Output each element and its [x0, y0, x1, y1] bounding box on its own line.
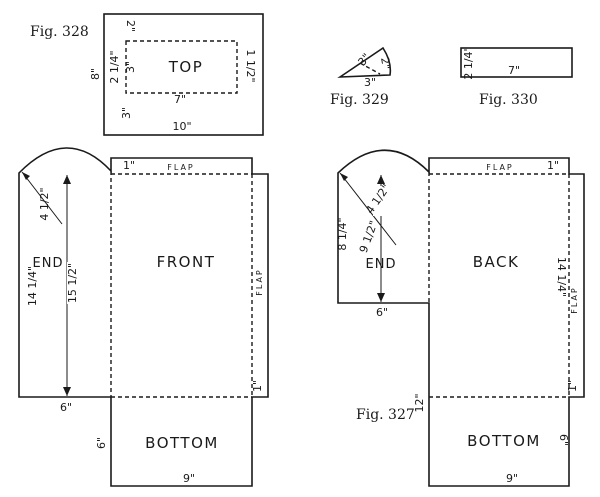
- fig-330-dim-width: 7": [508, 64, 520, 77]
- left-flap-top-label: FLAP: [167, 163, 195, 172]
- fig-328-dim-height-inner-left: 2 1/4": [108, 50, 121, 83]
- right-end-label: END: [366, 257, 397, 272]
- left-height-arrow-top: [63, 175, 71, 184]
- right-dim-bottom-height: 6": [557, 434, 570, 446]
- fig-330-dim-height: 2 1/4": [462, 46, 475, 79]
- right-flap-side-label: FLAP: [570, 286, 579, 314]
- left-front-label: FRONT: [157, 253, 216, 271]
- fig-328-top-panel: [125, 40, 238, 94]
- left-pattern: 4 1/2" END 14 1/4" 15 1/2" FRONT FLAP 1"…: [18, 147, 269, 487]
- left-radius-line: [21, 171, 63, 225]
- right-dim-radius-b: 9 1/2": [357, 219, 381, 255]
- fig-329-dim-base: 3": [364, 76, 376, 89]
- right-pattern: 8 1/4" 4 1/2" 9 1/2" END 6" BACK 14 1/4"…: [336, 149, 585, 487]
- left-dim-flap-top: 1": [123, 159, 135, 172]
- fig-328-dim-inner-width: 7": [174, 93, 186, 106]
- fig-328-dim-margin-top: 2": [124, 20, 137, 32]
- fig-329-dim-inner: 3": [355, 51, 373, 69]
- fig-328-dim-outer-width: 10": [172, 120, 191, 133]
- left-dim-bottom-height: 6": [95, 437, 108, 449]
- fig-330-outline: [460, 47, 573, 78]
- right-dim-bottom-width: 9": [506, 472, 518, 485]
- right-radius-arrowhead: [340, 173, 348, 181]
- fig-327-caption: Fig. 327: [356, 407, 415, 423]
- right-dim-flap-top: 1": [547, 159, 559, 172]
- left-dim-height: 15 1/2": [66, 263, 79, 303]
- fig-329-wedge-outline: [337, 46, 392, 78]
- fig-328-dim-margin-left: 3": [124, 61, 137, 73]
- fig-328-top-label: TOP: [168, 58, 204, 76]
- right-dim-total-height: 12": [413, 393, 426, 412]
- right-radius-line: [339, 172, 397, 246]
- fig-328-caption: Fig. 328: [30, 24, 89, 40]
- fig-328-lid-pattern: TOP 8" 2 1/4" 3" 2" 1 1/2" 7" 3" 10": [89, 13, 264, 136]
- fig-328-dim-height-outer: 8": [89, 68, 102, 80]
- left-dim-bottom-width: 9": [183, 472, 195, 485]
- fig-330-strip: 2 1/4" 7": [460, 46, 573, 80]
- fig-328-dim-height-inner-right: 1 1/2": [244, 49, 257, 82]
- left-dim-end-height: 14 1/4": [26, 266, 39, 306]
- right-dim-back-height: 14 1/4": [555, 257, 568, 297]
- left-dim-end-width: 6": [60, 401, 72, 414]
- fig-328-dim-margin-bottom: 3": [120, 107, 133, 119]
- left-bottom-label: BOTTOM: [145, 434, 219, 452]
- right-bottom-label: BOTTOM: [467, 432, 541, 450]
- right-end-height-arrow-bottom: [377, 293, 385, 302]
- left-pattern-outline: [18, 147, 269, 487]
- right-flap-top-label: FLAP: [486, 163, 514, 172]
- fig-329-dim-side: 2": [378, 56, 393, 70]
- right-dim-end-width: 6": [376, 306, 388, 319]
- fig-329-caption: Fig. 329: [330, 92, 389, 108]
- right-dim-end-height: 8 1/4": [336, 217, 349, 250]
- fig-329-wedge: 3" 2" 3": [337, 46, 393, 89]
- fig-330-caption: Fig. 330: [479, 92, 538, 108]
- left-dim-flap-side: 1": [251, 380, 264, 392]
- left-end-label: END: [33, 256, 64, 271]
- left-radius-arrowhead: [22, 172, 30, 180]
- right-dim-flap-side: 1": [566, 380, 579, 392]
- right-dim-radius-bg: [373, 186, 389, 216]
- right-pattern-outline: [337, 149, 585, 487]
- right-end-height-arrow-top: [377, 175, 385, 184]
- left-dim-height-bg: [67, 262, 83, 304]
- fig-328-outer-outline: [103, 13, 264, 136]
- fig-329-fold-line: [359, 62, 381, 75]
- left-height-arrow-bottom: [63, 387, 71, 396]
- left-dim-radius: 4 1/2": [38, 187, 51, 220]
- right-back-label: BACK: [473, 253, 520, 271]
- left-flap-side-label: FLAP: [255, 268, 264, 296]
